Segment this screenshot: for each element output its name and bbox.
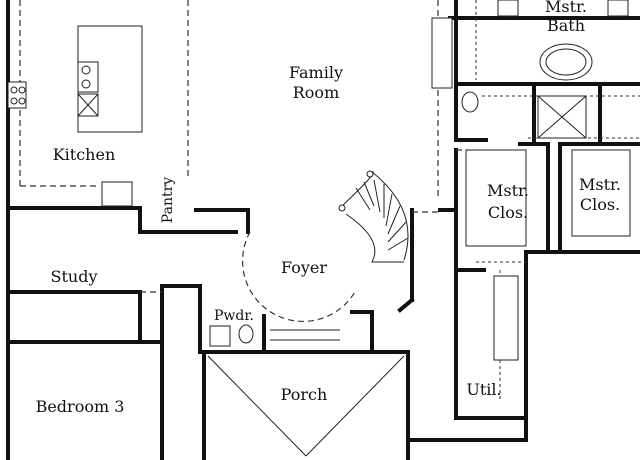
walls [6,0,640,460]
master-closet-left-label-line2: Clos. [488,203,528,222]
study-label: Study [51,267,98,286]
fridge [101,181,133,207]
utility-label: Util. [466,380,501,399]
bedroom-3-label: Bedroom 3 [36,397,125,416]
master-closet-right-label: Mstr. [579,175,621,194]
master-bath-label: Mstr. [545,0,587,16]
master-bath-label-line2: Bath [547,16,585,35]
powder-fixtures [209,324,254,347]
foyer-label: Foyer [281,258,327,277]
closet-shelves [465,149,631,361]
staircase [338,170,409,263]
cooktop [7,81,27,109]
porch-label: Porch [281,385,328,404]
kitchen-island [77,25,143,133]
family-room-label: Family [289,63,343,82]
family-room-label-line2: Room [293,83,339,102]
porch-roof [207,329,405,457]
powder-label: Pwdr. [214,308,254,324]
master-closet-right-label-line2: Clos. [580,195,620,214]
pantry-label: Pantry [160,177,176,223]
master-closet-left-label: Mstr. [487,181,529,200]
bath-fixtures [431,0,629,139]
kitchen-label: Kitchen [53,145,116,164]
